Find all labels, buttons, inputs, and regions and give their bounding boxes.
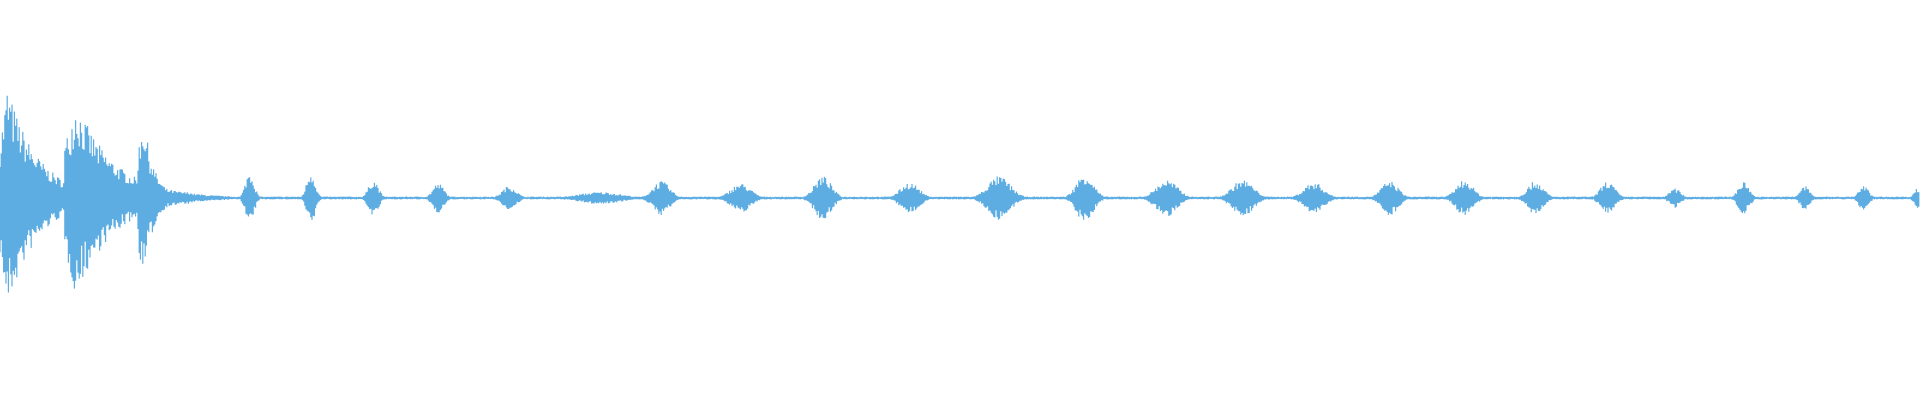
waveform-trace: [0, 95, 1920, 293]
